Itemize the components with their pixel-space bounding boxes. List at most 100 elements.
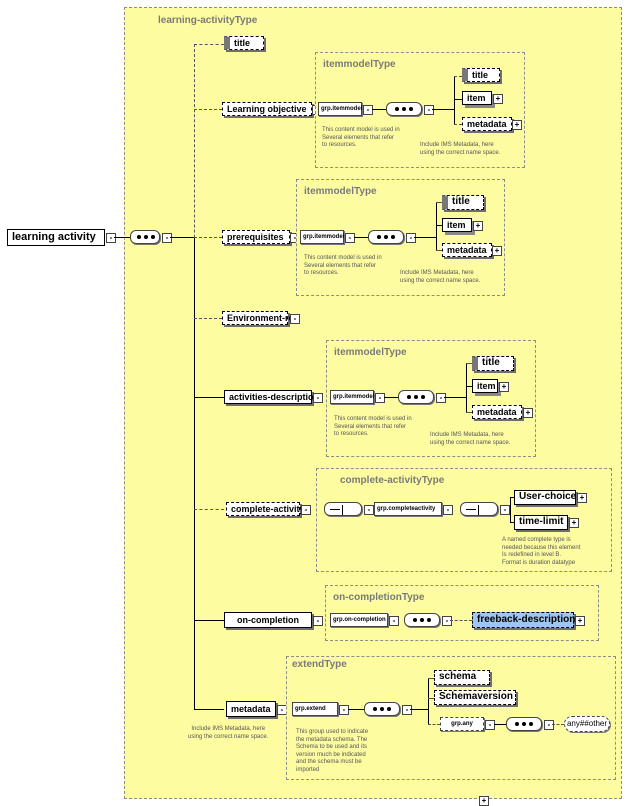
time-limit-label: time-limit (519, 516, 564, 527)
user-choice-element[interactable]: User-choice (514, 490, 576, 505)
extend-group[interactable]: grp.extend (292, 702, 338, 716)
ad-group-label: grp.itemmodel (333, 394, 375, 400)
ad-line-2 (384, 397, 398, 398)
root-label: learning activity (12, 231, 96, 243)
pre-title-element[interactable]: title (442, 195, 484, 210)
any-seq-collapse-icon[interactable]: - (544, 720, 554, 730)
any-sequence-icon[interactable] (506, 717, 542, 731)
lo-metadata-element[interactable]: metadata (462, 117, 512, 131)
ad-item-expand-icon[interactable]: + (499, 382, 509, 392)
lo-seq-collapse-icon[interactable]: - (424, 105, 434, 115)
ad-item-element[interactable]: item (472, 379, 498, 393)
learning-objective-element[interactable]: Learning objective (222, 102, 312, 116)
ad-meta-note-line: using the correct name space. (430, 439, 511, 446)
ad-metadata-expand-icon[interactable]: + (523, 408, 533, 418)
pre-metadata-element[interactable]: metadata (442, 243, 492, 257)
lo-item-expand-icon[interactable]: + (493, 94, 503, 104)
on-completion-collapse-icon[interactable]: - (313, 616, 323, 626)
pre-group[interactable]: grp.itemmodel (300, 230, 344, 244)
lo-group-label: grp.itemmodel (321, 106, 363, 112)
oc-group-collapse-icon[interactable]: - (389, 616, 399, 626)
oc-group-label: grp.on-completion (333, 617, 386, 623)
freeback-description-element[interactable]: freeback-description (472, 612, 575, 628)
ad-metadata-element[interactable]: metadata (472, 405, 522, 419)
time-limit-element[interactable]: time-limit (514, 515, 568, 530)
root-collapse-icon[interactable]: - (106, 233, 116, 243)
branch-title (194, 44, 224, 45)
activities-description-label: activities-description (229, 392, 320, 402)
lo-group-collapse-icon[interactable]: - (363, 105, 373, 115)
extend-group-collapse-icon[interactable]: - (339, 705, 349, 715)
ad-title-element[interactable]: title (472, 356, 514, 371)
ca-choice-icon-1[interactable] (324, 502, 362, 516)
schemaversion-element[interactable]: Schemaversion (434, 690, 516, 705)
ad-sequence-icon[interactable] (398, 390, 434, 404)
time-limit-expand-icon[interactable]: + (569, 518, 579, 528)
complete-activity-element[interactable]: complete-activity (226, 502, 305, 516)
outer-type-label: learning-activityType (158, 15, 258, 26)
user-choice-label: User-choice (519, 491, 577, 502)
any-group[interactable]: grp.any (440, 717, 484, 731)
pre-metadata-expand-icon[interactable]: + (492, 246, 502, 256)
pre-note: This content model is used in Several el… (304, 255, 382, 278)
ad-note-line: Several elements that refer (334, 423, 407, 430)
lo-vert (454, 76, 455, 124)
lo-note-line: to resources. (322, 142, 357, 148)
pre-sequence-icon[interactable] (368, 230, 404, 244)
activities-description-element[interactable]: activities-description (224, 390, 319, 404)
lo-title-label: title (472, 70, 489, 80)
extend-sequence-icon[interactable] (364, 702, 400, 716)
title-element[interactable]: title (224, 36, 264, 50)
environment-ref-collapse-icon[interactable]: - (290, 314, 300, 324)
pre-item-element[interactable]: item (442, 218, 472, 232)
pre-item-expand-icon[interactable]: + (473, 221, 483, 231)
extend-note-line: imported (296, 766, 320, 773)
ad-branch-item (466, 386, 472, 387)
extend-seq-collapse-icon[interactable]: - (402, 705, 412, 715)
oc-group[interactable]: grp.on-completion (330, 613, 388, 627)
lo-metadata-expand-icon[interactable]: + (512, 120, 522, 130)
on-completion-element[interactable]: on-completion (224, 612, 312, 628)
ca-group[interactable]: grp.completeactivity (374, 502, 442, 516)
ca-group-collapse-icon[interactable]: - (443, 505, 453, 515)
ca-choice-collapse-icon-2[interactable]: - (500, 505, 510, 515)
prerequisites-element[interactable]: prerequisites (222, 230, 290, 244)
ad-branch-meta (466, 412, 472, 413)
schema-element[interactable]: schema (434, 670, 490, 685)
ca-choice-icon-2[interactable] (460, 502, 498, 516)
lo-sequence-icon[interactable] (386, 102, 422, 116)
ad-item-label: item (477, 381, 496, 391)
environment-ref-label: Environment-ref (227, 313, 297, 323)
lo-item-element[interactable]: item (462, 91, 492, 105)
ca-note-line: A named complete type is (502, 537, 571, 543)
any-other-wildcard[interactable]: any##other (564, 716, 610, 732)
pre-branch-meta (436, 250, 442, 251)
itemmodel-type-label-2: itemmodelType (304, 186, 377, 197)
any-group-collapse-icon[interactable]: - (485, 720, 495, 730)
branch-prerequisites (194, 237, 222, 238)
ad-group[interactable]: grp.itemmodel (330, 390, 374, 404)
environment-ref-element[interactable]: Environment-ref (222, 311, 297, 325)
ext-vert (428, 678, 429, 724)
pre-group-collapse-icon[interactable]: - (345, 233, 355, 243)
pre-seq-collapse-icon[interactable]: - (406, 233, 416, 243)
lo-title-element[interactable]: title (462, 68, 500, 82)
complete-activity-collapse-icon[interactable]: - (301, 505, 311, 515)
ext-branch-any (428, 724, 440, 725)
root-sequence-icon[interactable] (130, 230, 160, 244)
oc-seq-collapse-icon[interactable]: - (442, 616, 452, 626)
lo-group[interactable]: grp.itemmodel (318, 102, 362, 116)
oc-sequence-icon[interactable] (404, 613, 440, 627)
root-seq-collapse-icon[interactable]: - (162, 233, 172, 243)
pre-meta-note-line: Include IMS Metadata, here (400, 270, 474, 276)
pre-group-label: grp.itemmodel (303, 234, 345, 240)
ad-seq-collapse-icon[interactable]: - (436, 393, 446, 403)
root-element[interactable]: learning activity (7, 229, 105, 246)
user-choice-expand-icon[interactable]: + (577, 493, 587, 503)
metadata-element[interactable]: metadata (226, 701, 276, 717)
pre-line-3 (414, 237, 436, 238)
ca-choice-collapse-icon-1[interactable]: - (364, 505, 374, 515)
activities-description-collapse-icon[interactable]: - (313, 393, 323, 403)
freeback-expand-icon[interactable]: + (575, 616, 585, 626)
ad-group-collapse-icon[interactable]: - (375, 393, 385, 403)
